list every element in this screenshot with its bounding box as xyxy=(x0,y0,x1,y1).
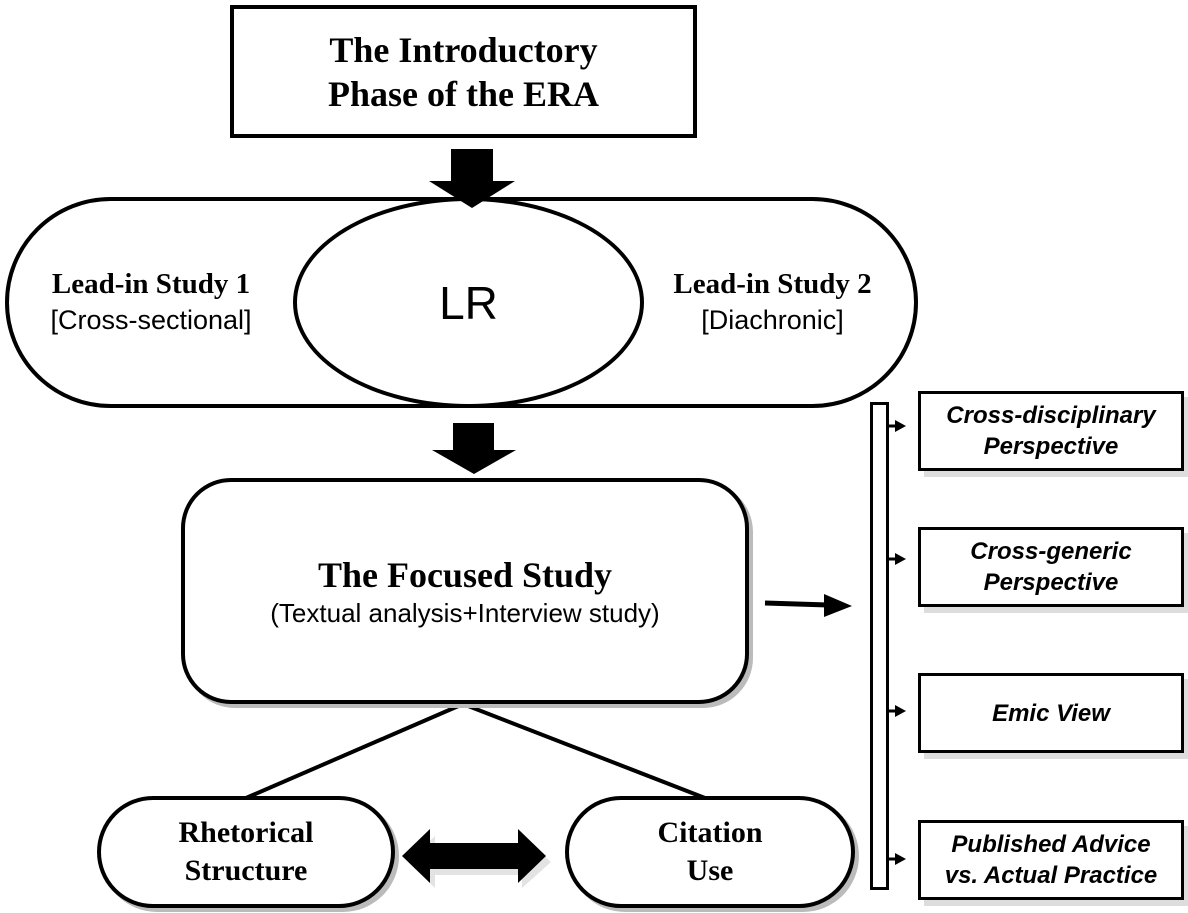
perspective-box-emic-view: Emic View xyxy=(918,673,1184,753)
lr-ellipse: LR xyxy=(293,197,644,408)
bar-arrow-1 xyxy=(895,420,906,432)
bar-arrow-3 xyxy=(895,705,906,717)
lead-in-2-subtitle: [Diachronic] xyxy=(701,305,844,335)
focused-study-subtitle: (Textual analysis+Interview study) xyxy=(270,598,660,628)
down-arrow-1 xyxy=(429,149,515,208)
perspective-1-line-2: Perspective xyxy=(983,433,1119,460)
lead-in-1-title: Lead-in Study 1 xyxy=(51,268,251,300)
perspective-box-cross-generic: Cross-generic Perspective xyxy=(918,527,1184,607)
lead-in-1-subtitle: [Cross-sectional] xyxy=(50,305,252,335)
branch-line-right xyxy=(462,702,706,800)
perspectives-bracket-bar xyxy=(870,402,889,890)
perspective-2-line-1: Cross-generic xyxy=(970,538,1132,565)
down-arrow-2 xyxy=(432,423,516,474)
bar-arrow-4 xyxy=(895,853,906,865)
bar-arrow-2 xyxy=(895,553,906,565)
citation-use-node: Citation Use xyxy=(565,796,855,908)
perspective-3-line-1: Emic View xyxy=(992,699,1110,727)
citation-line-1: Citation xyxy=(657,816,763,849)
rhetorical-structure-node: Rhetorical Structure xyxy=(97,796,395,908)
perspective-4-line-2: vs. Actual Practice xyxy=(944,862,1158,889)
lead-in-2-title: Lead-in Study 2 xyxy=(673,268,872,300)
perspective-box-published-advice: Published Advice vs. Actual Practice xyxy=(918,820,1184,900)
citation-line-2: Use xyxy=(686,854,734,887)
right-arrow-shaft xyxy=(764,600,829,608)
lead-in-study-2: Lead-in Study 2 [Diachronic] xyxy=(650,262,895,342)
focused-study-title: The Focused Study xyxy=(317,555,613,595)
perspective-2-line-2: Perspective xyxy=(983,569,1119,596)
focused-study-box: The Focused Study (Textual analysis+Inte… xyxy=(181,478,749,704)
intro-phase-box: The Introductory Phase of the ERA xyxy=(230,5,697,138)
perspective-box-cross-disciplinary: Cross-disciplinary Perspective xyxy=(918,391,1184,471)
right-arrow-head xyxy=(824,594,852,617)
perspective-1-line-1: Cross-disciplinary xyxy=(946,402,1156,429)
double-arrow xyxy=(402,829,546,883)
lr-label: LR xyxy=(439,276,498,329)
branch-line-left xyxy=(245,702,464,800)
rhetorical-line-2: Structure xyxy=(184,854,308,887)
rhetorical-line-1: Rhetorical xyxy=(178,816,314,849)
lead-in-study-1: Lead-in Study 1 [Cross-sectional] xyxy=(25,262,277,342)
intro-line-2: Phase of the ERA xyxy=(328,73,599,114)
intro-line-1: The Introductory xyxy=(329,29,598,70)
perspective-4-line-1: Published Advice xyxy=(951,831,1151,858)
